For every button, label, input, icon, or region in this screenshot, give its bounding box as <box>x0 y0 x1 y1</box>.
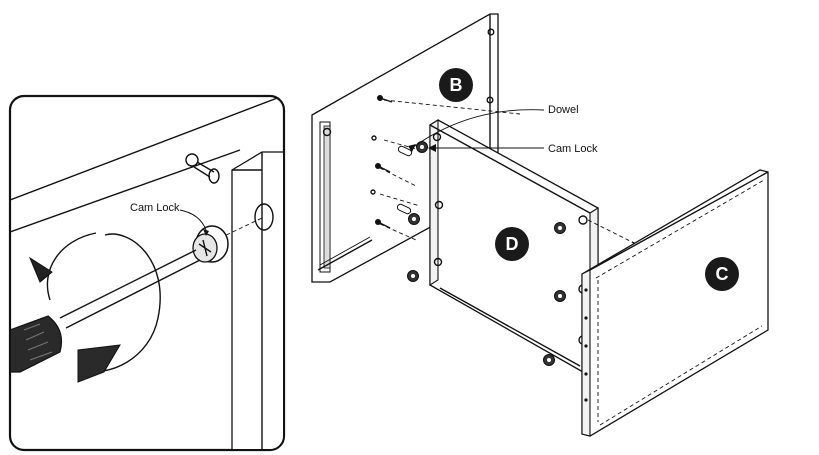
dowel-leader-line <box>411 109 545 149</box>
inset-side-panel <box>231 151 283 449</box>
inset-panel-edge-1 <box>11 97 281 201</box>
panel-d-bottom-groove <box>439 287 581 367</box>
dowel-callout: Dowel <box>408 104 579 152</box>
cam-lock-icon <box>408 213 420 225</box>
panel-b-label: B <box>450 75 463 95</box>
detail-inset: Cam Lock <box>8 94 286 452</box>
panel-c-badge <box>705 257 739 291</box>
cam-lock-callout: Cam Lock <box>428 143 598 155</box>
inset-guide-dash <box>219 217 263 239</box>
cam-lock-icon <box>554 222 566 234</box>
cam-lock-icon <box>543 354 555 366</box>
cam-lock-icon <box>416 141 428 153</box>
dowel-icon <box>397 145 413 157</box>
panel-d-badge <box>495 227 529 261</box>
inset-callout-arrowhead <box>203 229 209 236</box>
inset-screwdriver <box>11 249 201 373</box>
panel-d-left-edge <box>429 119 439 286</box>
panel-c-face <box>581 169 769 437</box>
panel-d: D <box>429 119 599 377</box>
panel-d-label: D <box>506 234 519 254</box>
screw-icon <box>375 219 391 229</box>
panel-b-badge <box>439 68 473 102</box>
inset-cam-hole <box>254 203 274 231</box>
dowel-callout-label: Dowel <box>548 104 579 116</box>
dowel-icon <box>396 203 412 215</box>
cam-lock-icon <box>554 290 566 302</box>
inset-cam-bolt <box>185 153 220 184</box>
inset-panel-edge-2 <box>11 149 241 233</box>
inset-cam-lock <box>192 225 229 263</box>
rotation-arrow-icon <box>28 232 161 383</box>
inset-callout-leader <box>179 209 207 231</box>
cam-lock-icon <box>407 270 419 282</box>
screw-icon <box>375 163 391 173</box>
cam-lock-callout-label: Cam Lock <box>548 143 598 155</box>
b-to-d-hardware <box>375 95 521 282</box>
panel-c-left-edge <box>581 269 591 437</box>
inset-cam-lock-label: Cam Lock <box>130 202 180 214</box>
panel-b-bottom-groove <box>317 239 373 271</box>
panel-c: C <box>581 169 769 437</box>
screw-icon <box>377 95 393 103</box>
panel-c-label: C <box>716 264 729 284</box>
